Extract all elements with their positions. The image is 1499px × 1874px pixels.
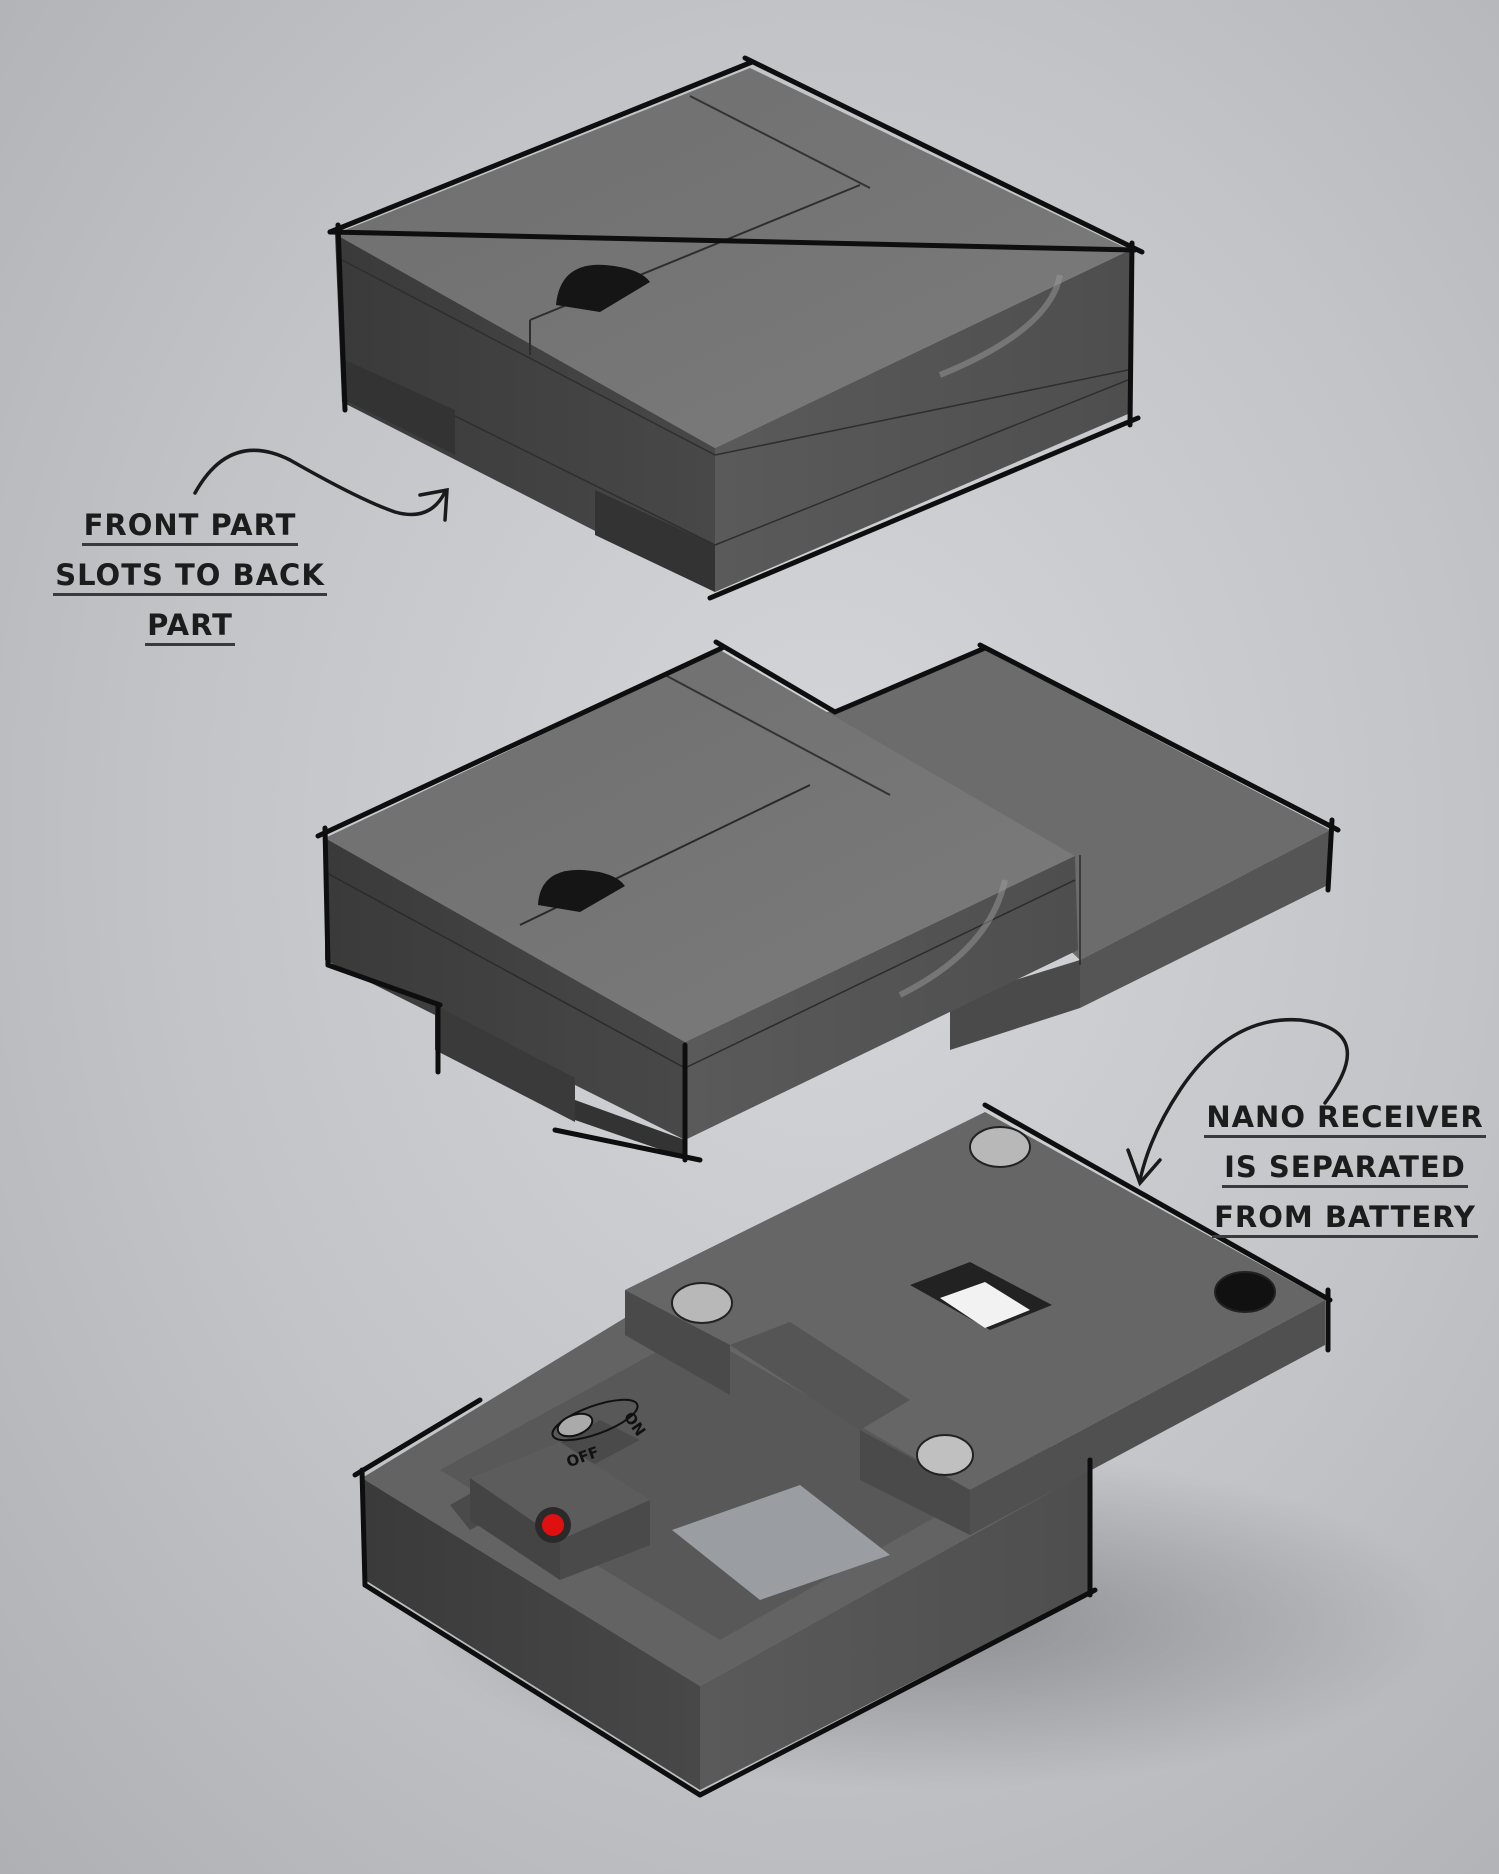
annotation-line: NANO RECEIVER <box>1204 1099 1486 1138</box>
middle-scroll-wheel-icon <box>538 869 625 912</box>
arrow-front-part <box>193 448 449 522</box>
battery-window <box>672 1485 890 1600</box>
front-part-assembly <box>327 55 1145 601</box>
foot-pad-2 <box>969 1126 1031 1168</box>
middle-front-top-face <box>325 650 1075 1042</box>
receiver-window <box>940 1282 1030 1328</box>
annotation-line: SLOTS TO BACK <box>53 557 327 596</box>
base-left-face <box>362 1478 700 1790</box>
power-switch-icon <box>551 1398 639 1442</box>
annotation-line: IS SEPARATED <box>1222 1149 1468 1188</box>
foot-pad-4 <box>916 1434 974 1476</box>
middle-assembly <box>315 639 1341 1163</box>
annotation-nano-receiver: NANO RECEIVER IS SEPARATED FROM BATTERY <box>1195 1092 1495 1242</box>
base-right-face <box>700 1470 1090 1790</box>
foot-pad-1 <box>671 1282 733 1324</box>
foot-pad-3 <box>1214 1271 1276 1313</box>
scroll-wheel-icon <box>556 264 650 312</box>
arrow-nano-receiver <box>1126 1017 1350 1187</box>
front-part-top-face <box>335 68 1130 448</box>
annotation-line: FRONT PART <box>81 507 299 546</box>
annotation-front-part: FRONT PART SLOTS TO BACK PART <box>40 500 340 650</box>
annotation-line: PART <box>145 607 235 646</box>
annotation-line: FROM BATTERY <box>1212 1199 1478 1238</box>
back-part-top-face <box>820 650 1330 960</box>
front-part-right-face <box>715 250 1130 592</box>
base-assembly <box>352 1102 1333 1798</box>
